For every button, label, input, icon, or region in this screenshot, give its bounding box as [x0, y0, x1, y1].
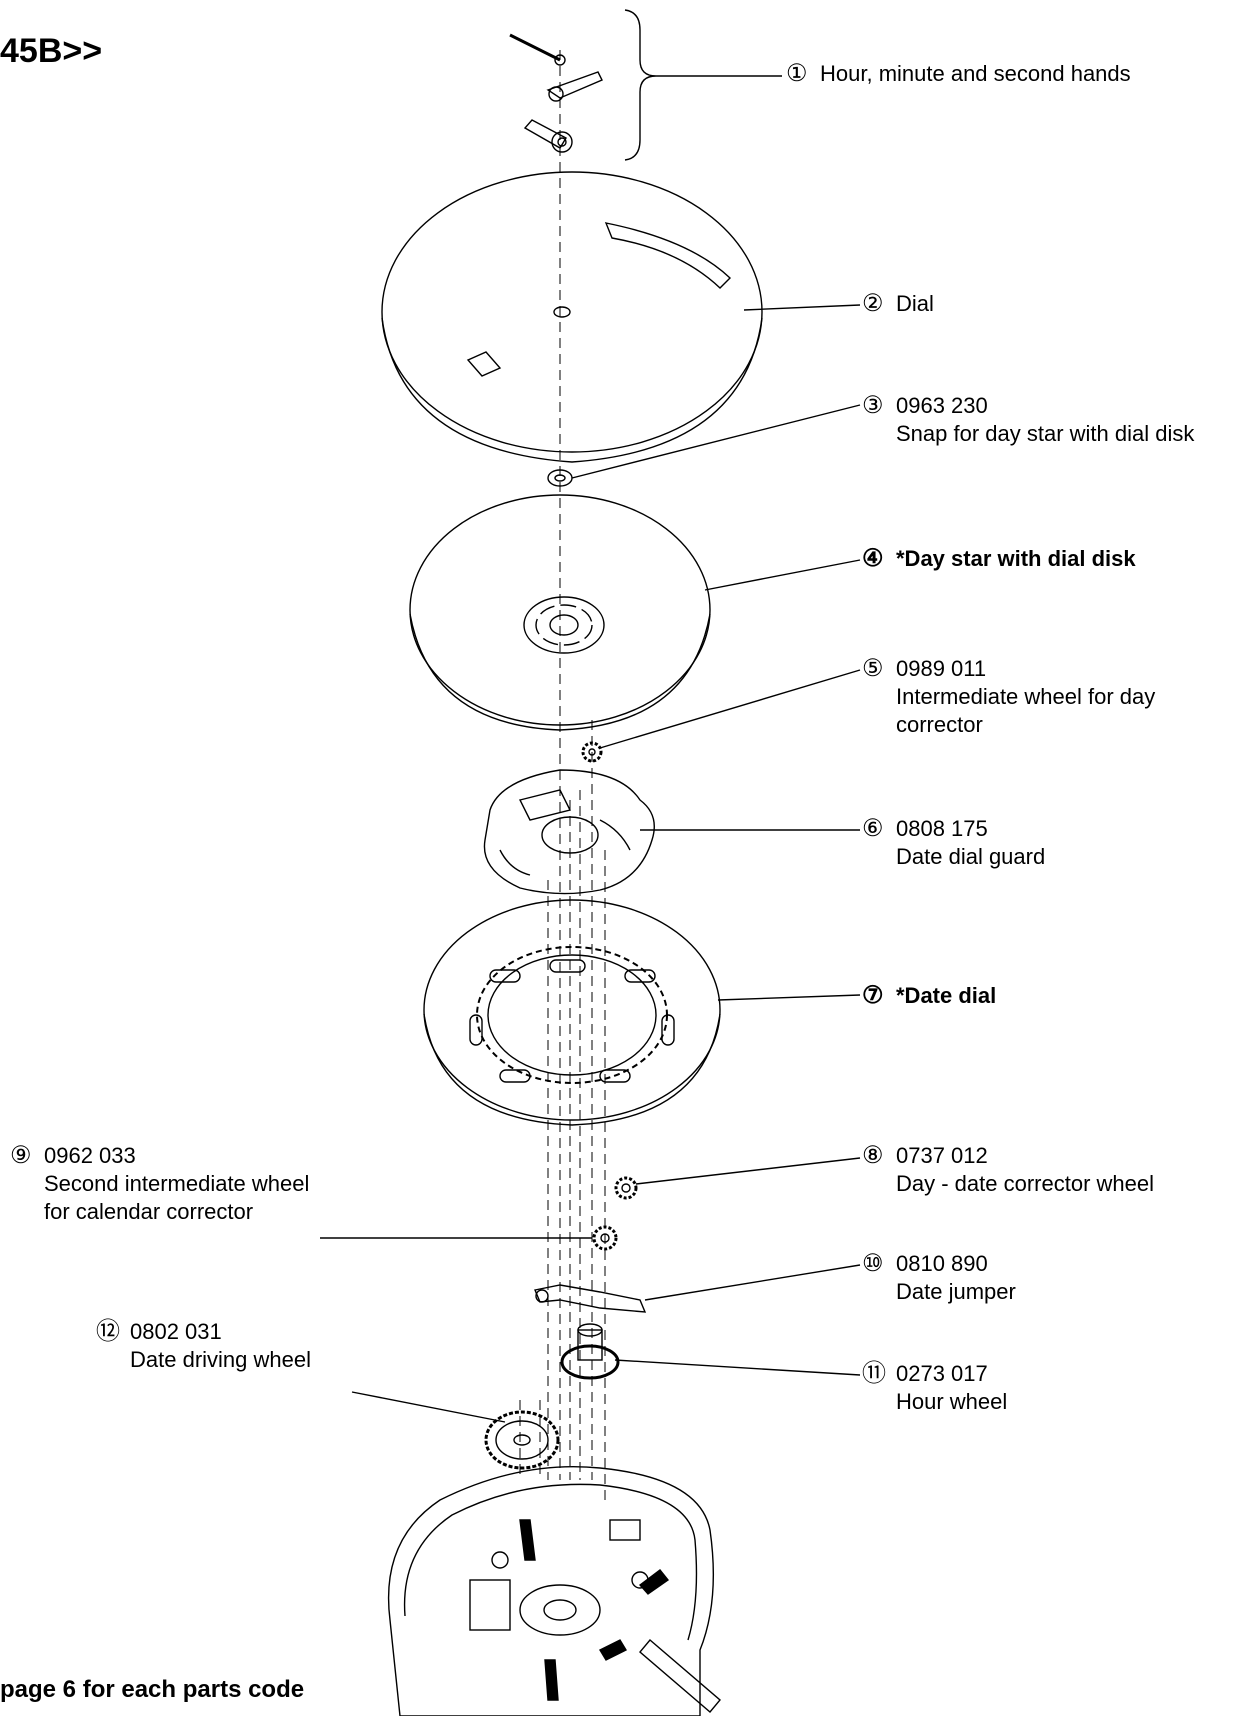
- intermediate-wheel-part: [581, 669, 861, 763]
- day-star-part: [409, 494, 861, 731]
- part-label-4: ④*Day star with dial disk: [862, 545, 1136, 572]
- movement-base-part: [387, 1465, 721, 1716]
- date-dial-part: [423, 899, 861, 1126]
- part-label-7: ⑦*Date dial: [862, 982, 997, 1009]
- hands-part: [509, 33, 603, 153]
- corrector-wheel-part: [614, 1157, 861, 1200]
- hour-wheel-part: [560, 1323, 861, 1380]
- dial-part: [381, 171, 861, 463]
- snap-part: [547, 404, 861, 487]
- footer-note: page 6 for each parts code: [0, 1676, 305, 1703]
- hands-brace: [624, 9, 657, 161]
- axis-lines: [519, 50, 606, 1500]
- second-intermediate-wheel-part: [320, 1225, 618, 1251]
- page-title: 45B>>: [0, 32, 103, 70]
- date-dial-guard-part: [483, 769, 860, 895]
- date-driving-wheel-part: [351, 1391, 560, 1470]
- date-jumper-part: [534, 1264, 861, 1313]
